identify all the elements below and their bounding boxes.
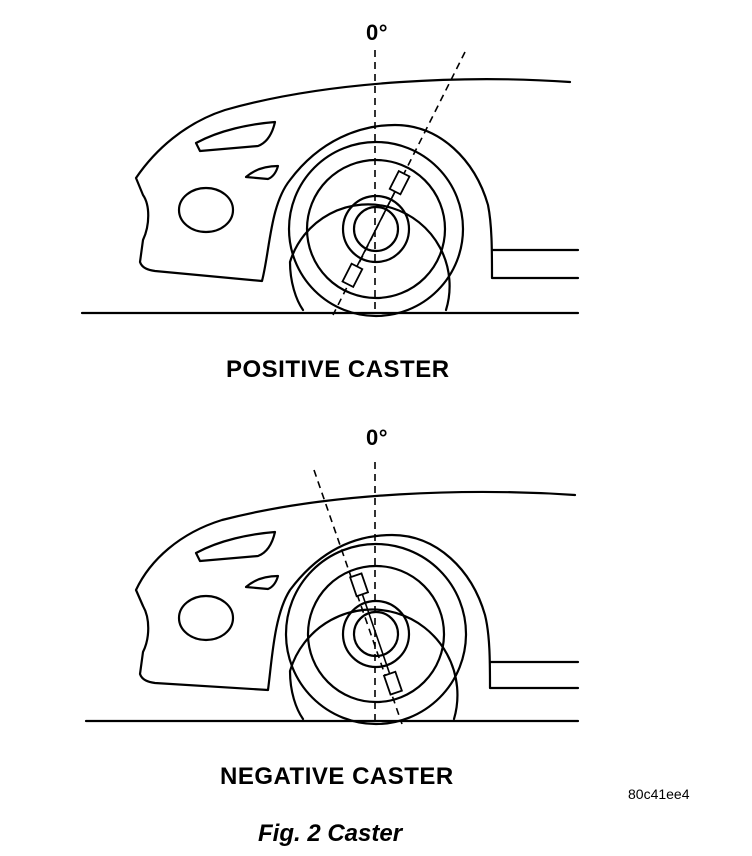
tire-outer <box>284 542 468 726</box>
hub-outer <box>341 599 411 669</box>
fog-light <box>177 186 235 234</box>
hub-inner <box>352 610 400 658</box>
zero-degree-label: 0° <box>366 20 389 45</box>
kingpin-symbol <box>341 169 411 289</box>
car-body-outline <box>134 78 580 283</box>
headlight-upper <box>194 120 277 153</box>
tire-inner <box>305 158 447 300</box>
fog-light <box>177 594 235 642</box>
wheel-arch <box>288 203 451 312</box>
wheel-arch <box>288 608 459 721</box>
hub-inner <box>352 205 400 253</box>
hub-outer <box>341 194 411 264</box>
image-code: 80c41ee4 <box>628 786 690 802</box>
positive-caster-diagram <box>80 50 580 318</box>
tire-outer <box>287 140 465 318</box>
headlight-lower <box>244 574 280 591</box>
headlight-upper <box>194 530 277 563</box>
headlight-lower <box>244 164 280 181</box>
car-body-outline <box>134 490 580 692</box>
tire-inner <box>306 564 446 704</box>
negative-caster-caption: NEGATIVE CASTER <box>220 763 454 790</box>
positive-caster-caption: POSITIVE CASTER <box>226 356 450 383</box>
figure-caption: Fig. 2 Caster <box>258 820 403 847</box>
negative-caster-diagram <box>84 462 580 726</box>
zero-degree-label: 0° <box>366 425 389 450</box>
steering-axis-line <box>313 469 403 725</box>
kingpin-symbol <box>348 572 404 696</box>
